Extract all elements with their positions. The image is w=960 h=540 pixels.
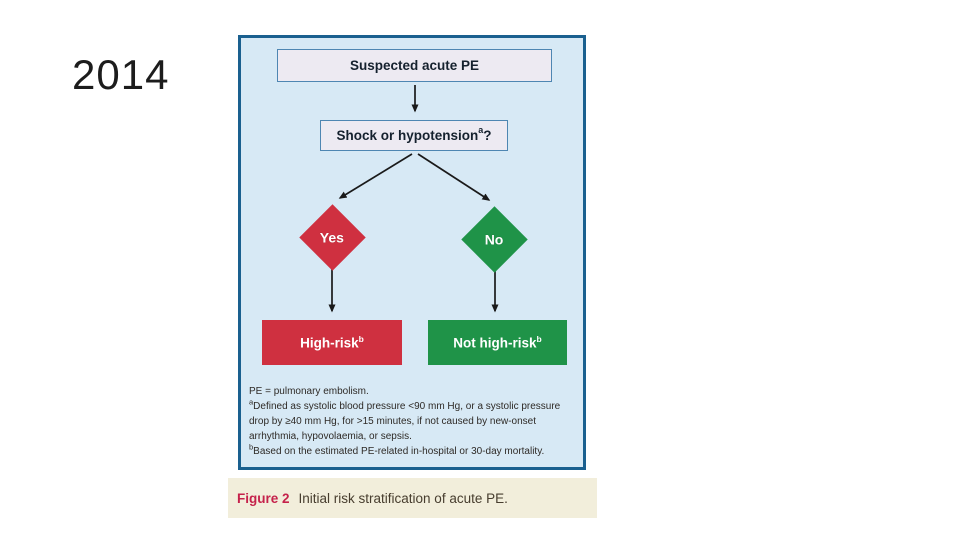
not-high-risk-label: Not high-riskb (453, 334, 542, 351)
footnote-a: aDefined as systolic blood pressure <90 … (249, 397, 561, 442)
node-shock-or-hypotension-label: Shock or hypotensiona? (336, 124, 492, 143)
figure-caption-text: Initial risk stratification of acute PE. (298, 490, 508, 506)
footnote-b: bBased on the estimated PE-related in-ho… (249, 442, 545, 457)
node-no-diamond: No (461, 206, 528, 273)
superscript-b: b (358, 334, 364, 345)
flowchart-panel: Suspected acute PE Shock or hypotensiona… (238, 35, 586, 470)
high-risk-label: High-riskb (300, 334, 364, 351)
figure-caption: Figure 2 Initial risk stratification of … (228, 478, 597, 518)
node-suspected-acute-pe: Suspected acute PE (277, 49, 552, 82)
arrow-decision-to-yes (338, 153, 413, 199)
node-not-high-risk: Not high-riskb (428, 320, 567, 365)
no-label: No (485, 231, 504, 248)
footnotes: PE = pulmonary embolism. aDefined as sys… (249, 384, 579, 459)
superscript-b: b (536, 334, 542, 345)
node-yes-diamond: Yes (299, 204, 366, 271)
superscript-a: a (478, 124, 484, 135)
footnote-pe-definition: PE = pulmonary embolism. (249, 386, 369, 397)
arrow-decision-to-no (417, 153, 491, 201)
year-label: 2014 (72, 51, 170, 98)
node-high-risk: High-riskb (262, 320, 402, 365)
node-shock-or-hypotension: Shock or hypotensiona? (320, 120, 508, 151)
node-suspected-acute-pe-label: Suspected acute PE (349, 58, 480, 73)
yes-label: Yes (320, 229, 345, 246)
figure-label: Figure 2 (237, 490, 290, 506)
